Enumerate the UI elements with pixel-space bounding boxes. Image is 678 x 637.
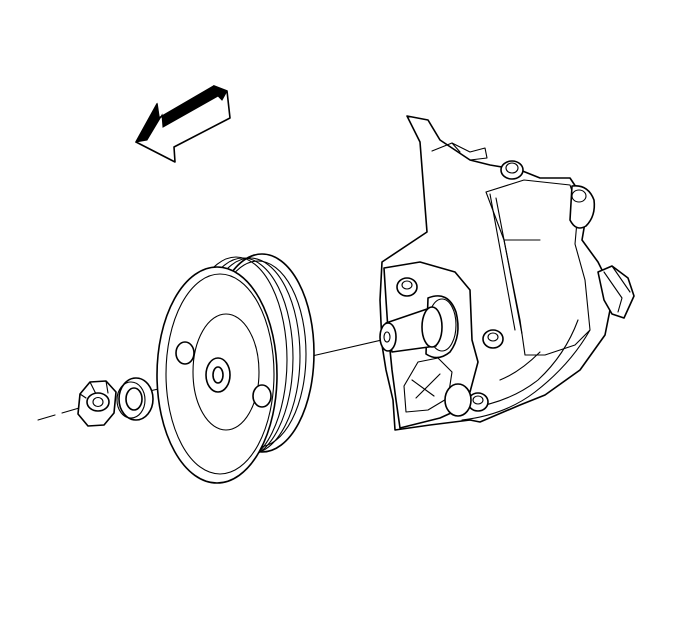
direction-arrow-icon [135, 85, 231, 163]
hex-nut [77, 380, 117, 427]
pump-shaft [379, 295, 459, 359]
pulley [156, 253, 315, 484]
washer [116, 377, 154, 421]
